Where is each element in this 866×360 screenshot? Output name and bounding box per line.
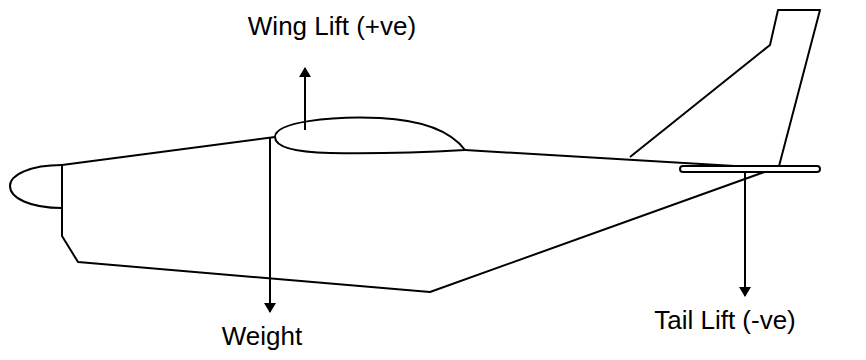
stabilizer [680,166,820,172]
fin [630,10,820,170]
wing [275,118,465,154]
lift-arrow [304,68,306,130]
weight-arrow [269,138,271,312]
tail-lift-arrow [744,173,746,296]
force-label: Tail Lift (-ve) [654,306,796,335]
spinner [10,165,62,208]
force-label: Wing Lift (+ve) [248,12,416,41]
fuselage [62,137,800,292]
force-label: Weight [222,322,302,351]
